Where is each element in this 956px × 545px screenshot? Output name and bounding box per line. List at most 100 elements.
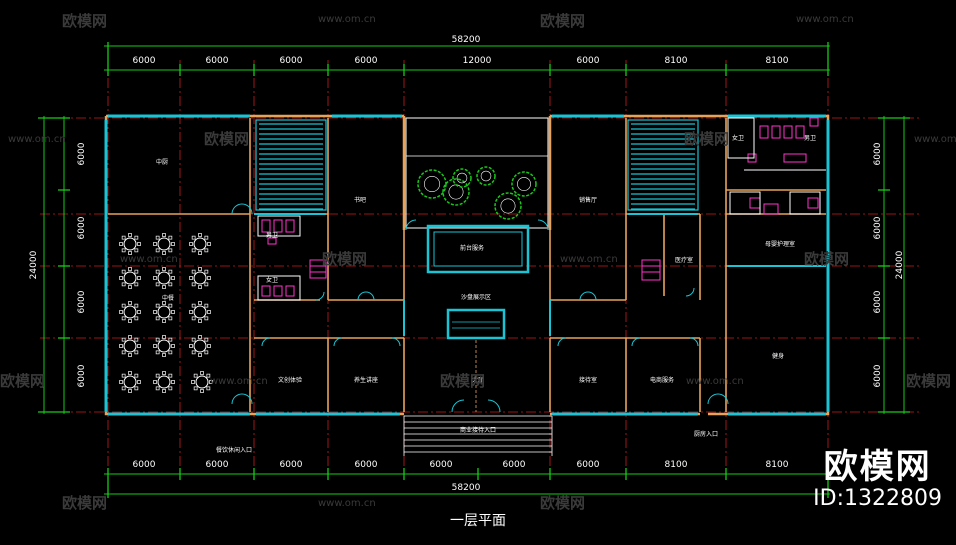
dim-left: 6000: [77, 364, 87, 387]
overall-height-right: 24000: [895, 250, 905, 279]
room-label-culture: 文创体验: [278, 376, 302, 384]
watermark-logo: 欧模网: [540, 12, 586, 30]
dining-table: [153, 371, 175, 393]
restroom-fixtures: [261, 117, 819, 297]
windows: [104, 114, 830, 416]
dining-table: [189, 267, 211, 289]
overall-dim-top: 58200: [452, 35, 481, 45]
dimension-lines: [38, 42, 910, 498]
room-label-hall: 大厅: [472, 376, 484, 384]
room-label-nursing: 母婴护理室: [765, 240, 795, 248]
stair-treads: [259, 123, 695, 210]
dim-right: 6000: [873, 142, 883, 165]
watermark-logo: 欧模网: [62, 12, 108, 30]
dim-bottom: 6000: [430, 460, 453, 470]
overall-height-left: 24000: [29, 250, 39, 279]
room-label-men-wc-2: 男卫: [804, 135, 816, 142]
courtyard: [405, 117, 549, 412]
dining-table: [191, 371, 213, 393]
dining-tables: [119, 233, 213, 393]
room-label-ecommerce: 电商服务: [650, 376, 674, 384]
watermark-url: www.om.cn: [560, 254, 618, 265]
room-label-front-desk: 前台服务: [460, 244, 484, 252]
stair-hatch: [255, 119, 699, 211]
tree-symbol: [423, 176, 440, 193]
tree-symbol: [480, 170, 492, 182]
dim-right: 6000: [873, 290, 883, 313]
dining-table: [153, 233, 175, 255]
room-label-lecture: 养生讲座: [354, 376, 378, 384]
watermark-logo: 欧模网: [804, 250, 850, 268]
dim-bottom: 6000: [355, 460, 378, 470]
tree-symbol: [417, 169, 447, 199]
entrance-label-dining: 餐饮休闲入口: [216, 446, 252, 454]
tree-symbol: [456, 172, 468, 184]
dining-table: [119, 371, 141, 393]
room-label-clinic: 医疗室: [675, 256, 693, 264]
dining-table: [189, 233, 211, 255]
watermark-logo: 欧模网: [440, 372, 486, 390]
tree-symbol: [494, 192, 522, 220]
dining-table: [119, 233, 141, 255]
dining-table: [153, 267, 175, 289]
dim-bottom: 6000: [503, 460, 526, 470]
tree-symbol: [476, 166, 496, 186]
dim-top: 6000: [280, 56, 303, 66]
room-label-gym: 健身: [772, 352, 784, 360]
watermark-logo: 欧模网: [540, 494, 586, 512]
dining-table: [119, 335, 141, 357]
room-label-sandbox: 沙盘展示区: [461, 293, 491, 301]
room-label-dining: 中餐: [162, 294, 174, 302]
dining-table: [119, 301, 141, 323]
watermark-logo: 欧模网: [684, 130, 730, 148]
room-label-women-wc-2: 女卫: [732, 134, 744, 142]
dim-bottom: 8100: [766, 460, 789, 470]
dim-left: 6000: [77, 142, 87, 165]
watermark-url: www.om.cn: [8, 134, 66, 145]
brand-name: 欧模网: [823, 447, 932, 487]
room-label-men-wc: 男卫: [266, 232, 278, 239]
dim-bottom: 6000: [206, 460, 229, 470]
watermark-url: www.om.cn: [686, 376, 744, 387]
tree-symbol: [500, 198, 516, 214]
room-label-book-bar: 书吧: [354, 196, 366, 204]
dining-table: [119, 267, 141, 289]
dim-left: 6000: [77, 290, 87, 313]
room-label-sales: 销售厅: [579, 196, 597, 204]
dim-left: 6000: [77, 216, 87, 239]
watermark-logo: 欧模网: [0, 372, 46, 390]
interior-glazing: [254, 213, 826, 336]
entrance-steps: [403, 415, 553, 456]
dim-top: 12000: [463, 56, 492, 66]
room-label-women-wc: 女卫: [266, 276, 278, 284]
watermark-url: www.om.cn: [210, 376, 268, 387]
entrance-label-business: 商业接待入口: [460, 426, 496, 434]
dining-table: [189, 335, 211, 357]
dining-table: [153, 335, 175, 357]
dim-right: 6000: [873, 364, 883, 387]
dim-top: 6000: [206, 56, 229, 66]
watermark-logo: 欧模网: [204, 130, 250, 148]
watermark-url: www.om.cn: [318, 14, 376, 25]
dining-table: [189, 301, 211, 323]
watermark-url: www.om.cn: [914, 134, 956, 145]
restroom-partitions: [257, 117, 826, 301]
tree-symbol: [517, 177, 531, 191]
dim-top: 8100: [665, 56, 688, 66]
room-label-reception: 接待室: [579, 376, 597, 384]
watermark-logo: 欧模网: [906, 372, 952, 390]
tree-symbol: [511, 171, 537, 197]
dim-top: 6000: [577, 56, 600, 66]
dim-bottom: 6000: [133, 460, 156, 470]
dim-bottom: 8100: [665, 460, 688, 470]
dim-bottom: 6000: [280, 460, 303, 470]
drawing-title: 一层平面: [450, 513, 506, 529]
watermark-logo: 欧模网: [322, 250, 368, 268]
tree-symbol: [452, 168, 472, 188]
tree-symbol: [442, 178, 470, 206]
watermark-url: www.om.cn: [318, 498, 376, 509]
dim-right: 6000: [873, 216, 883, 239]
brand-block: 欧模网 ID:1322809: [813, 448, 942, 512]
watermark-logo: 欧模网: [62, 494, 108, 512]
